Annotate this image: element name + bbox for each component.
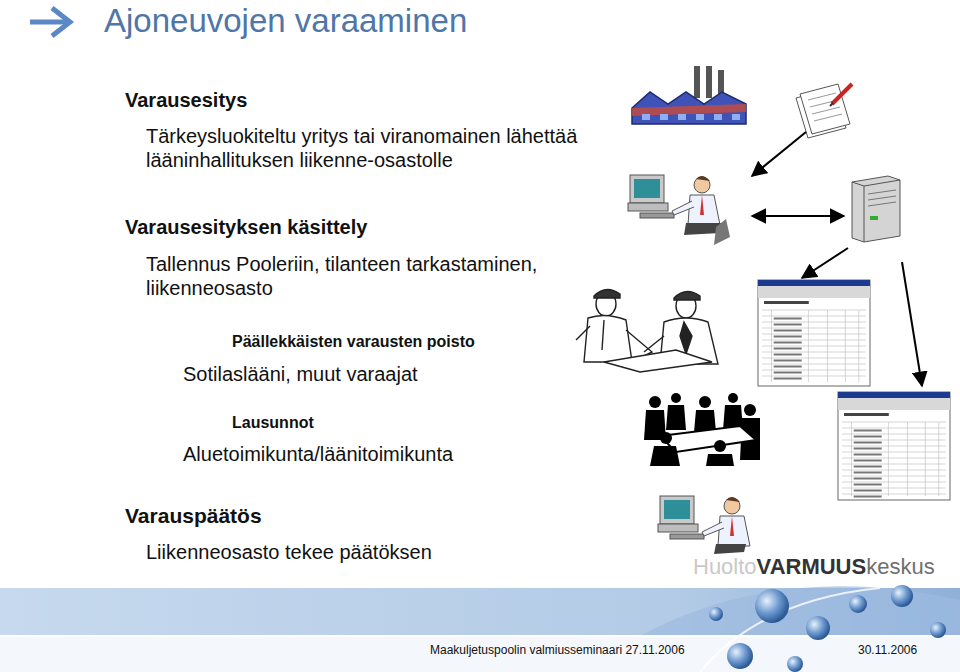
spreadsheet-icon <box>758 280 870 386</box>
sub-heading: Päällekkäisten varausten poisto <box>232 332 475 351</box>
factory-icon <box>632 66 746 124</box>
body-text: Tallennus Pooleriin, tilanteen tarkastam… <box>146 252 616 300</box>
document-icon <box>796 84 852 138</box>
server-icon <box>852 176 900 242</box>
body-text: Liikenneosasto tekee päätöksen <box>146 540 432 564</box>
body-text: Sotilaslääni, muut varaajat <box>183 362 418 386</box>
spreadsheet-icon <box>838 392 950 500</box>
section-heading: Varauspäätös <box>125 503 262 528</box>
officers-sketch <box>576 289 718 372</box>
section-heading: Varausesityksen käsittely <box>125 215 367 239</box>
slide-title: Ajoneuvojen varaaminen <box>104 1 467 41</box>
body-text: Aluetoimikunta/läänitoimikunta <box>183 442 453 466</box>
logo-text: Huolto <box>693 554 757 579</box>
logo: HuoltoVARMUUSkeskus <box>693 554 935 580</box>
computer-user-icon <box>628 175 730 245</box>
footer-band <box>0 586 960 672</box>
footer-text: Maakuljetuspoolin valmiusseminaari 27.11… <box>430 643 685 657</box>
title-arrow <box>30 8 70 36</box>
meeting-silhouettes <box>644 393 760 466</box>
decorative-spheres <box>709 585 946 672</box>
section-heading: Varausesitys <box>125 88 247 112</box>
flow-arrow <box>752 132 922 386</box>
computer-user-icon <box>658 496 750 554</box>
sub-heading: Lausunnot <box>232 413 314 432</box>
logo-text: keskus <box>866 554 934 579</box>
logo-text: VARMUUS <box>757 554 867 579</box>
body-text: Tärkeysluokiteltu yritys tai viranomaine… <box>146 124 601 172</box>
footer-date: 30.11.2006 <box>858 643 917 657</box>
